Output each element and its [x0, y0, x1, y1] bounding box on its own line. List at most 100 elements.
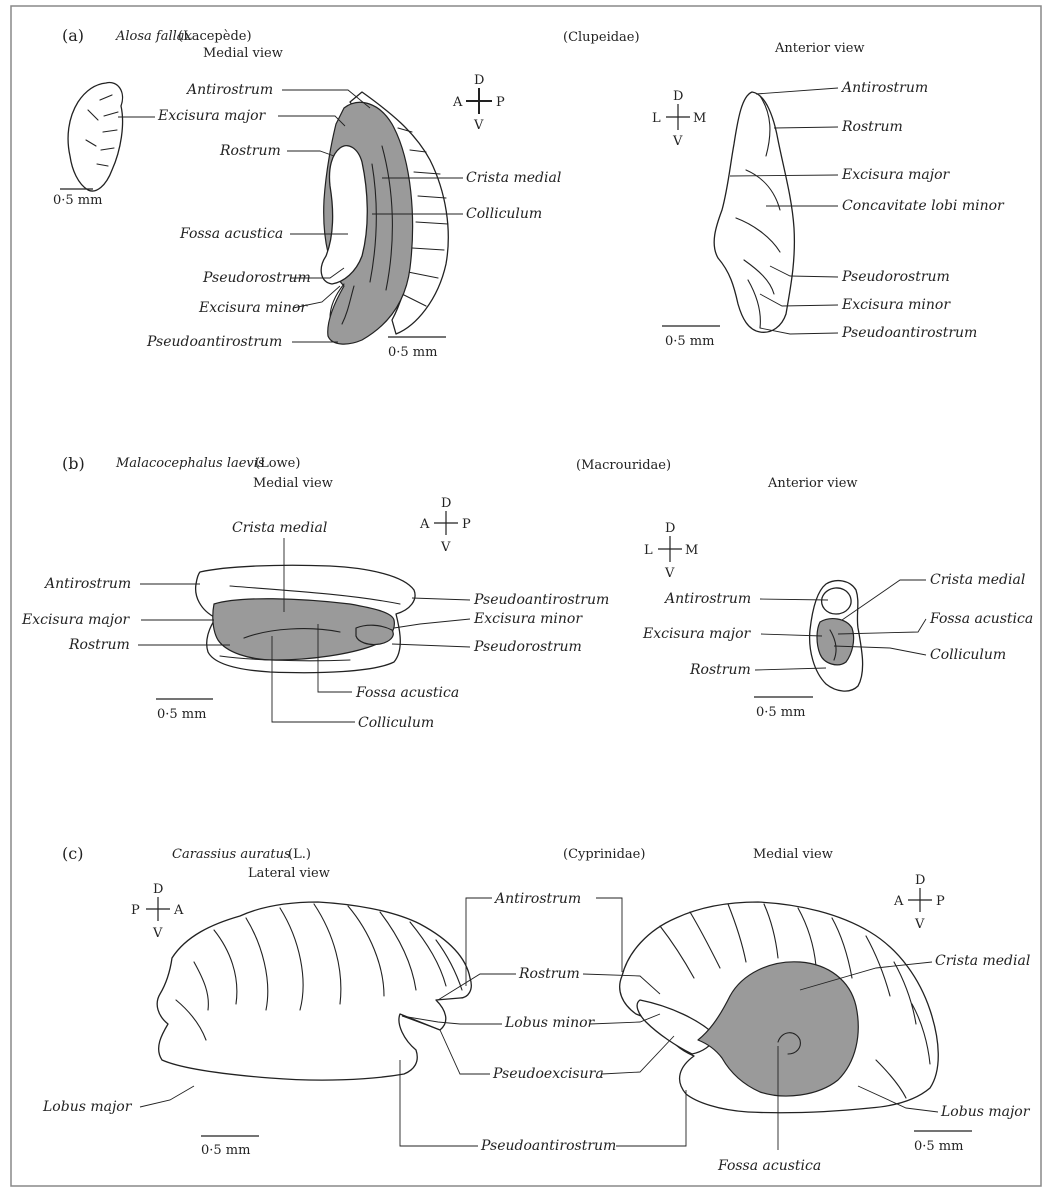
- label-c-crista-medial: Crista medial: [935, 953, 1030, 969]
- label-b-rostrum-anterior: Rostrum: [689, 662, 751, 678]
- label-antirostrum: Antirostrum: [185, 82, 273, 98]
- orientation-cross-a-anterior: D L M V: [652, 89, 706, 149]
- panel-b: (b) Malacocephalus laevis (Lowe) Medial …: [21, 454, 1033, 731]
- otolith-a-scale-label: 0·5 mm: [388, 345, 437, 360]
- svg-text:L: L: [644, 543, 653, 558]
- svg-text:A: A: [173, 903, 184, 918]
- label-c-lobus-major-left: Lobus major: [42, 1099, 133, 1115]
- panel-c-species: Carassius auratus: [172, 847, 291, 862]
- otolith-a-anterior-scale-label: 0·5 mm: [665, 334, 714, 349]
- orientation-cross-c-medial: D A P V: [893, 873, 945, 932]
- svg-text:A: A: [452, 95, 463, 110]
- orientation-cross-a-medial: D A P V: [452, 73, 505, 133]
- orientation-cross-c-lateral: D P A V: [131, 882, 184, 941]
- panel-a-author: (Lacepède): [178, 29, 252, 44]
- svg-text:P: P: [496, 95, 505, 110]
- panel-b-letter: (b): [62, 454, 85, 473]
- svg-text:P: P: [462, 517, 471, 532]
- panel-c-author: (L.): [288, 847, 311, 862]
- panel-c-family: (Cyprinidae): [563, 847, 645, 862]
- label-b-excisura-major-anterior: Excisura major: [642, 626, 752, 642]
- otolith-b-anterior-top: [822, 588, 851, 614]
- panel-b-species: Malacocephalus laevis: [115, 456, 265, 471]
- label-pseudoantirostrum-anterior: Pseudoantirostrum: [841, 325, 977, 341]
- svg-text:D: D: [441, 496, 451, 511]
- otolith-b-anterior-scale-label: 0·5 mm: [756, 705, 805, 720]
- label-b-antirostrum: Antirostrum: [43, 576, 131, 592]
- label-b-rostrum: Rostrum: [68, 637, 130, 653]
- label-b-crista-medial-anterior: Crista medial: [930, 572, 1025, 588]
- label-excisura-major-anterior: Excisura major: [841, 167, 951, 183]
- svg-text:V: V: [664, 566, 675, 581]
- label-b-excisura-major: Excisura major: [21, 612, 131, 628]
- label-c-lobus-minor: Lobus minor: [504, 1015, 596, 1031]
- orientation-cross-b-medial: D A P V: [419, 496, 471, 555]
- label-c-rostrum: Rostrum: [518, 966, 580, 982]
- label-b-crista-medial: Crista medial: [232, 520, 327, 536]
- label-c-pseudoexcisura: Pseudoexcisura: [492, 1066, 604, 1082]
- svg-text:A: A: [893, 894, 904, 909]
- label-excisura-major: Excisura major: [157, 108, 267, 124]
- svg-text:V: V: [152, 926, 163, 941]
- svg-text:V: V: [914, 917, 925, 932]
- label-b-colliculum: Colliculum: [358, 715, 434, 731]
- svg-text:V: V: [473, 118, 484, 133]
- otolith-b-medial-tail: [356, 625, 393, 644]
- svg-text:M: M: [693, 111, 706, 126]
- label-c-pseudoantirostrum: Pseudoantirostrum: [480, 1138, 616, 1154]
- label-antirostrum-anterior: Antirostrum: [840, 80, 928, 96]
- panel-b-family: (Macrouridae): [576, 458, 671, 473]
- panel-c-view-left: Lateral view: [248, 866, 330, 881]
- svg-text:V: V: [440, 540, 451, 555]
- panel-a-view-left: Medial view: [203, 46, 283, 61]
- label-pseudorostrum-anterior: Pseudorostrum: [841, 269, 950, 285]
- panel-b-view-left: Medial view: [253, 476, 333, 491]
- label-c-antirostrum: Antirostrum: [493, 891, 581, 907]
- svg-text:M: M: [685, 543, 698, 558]
- otolith-c-lateral-outer: [157, 902, 471, 1080]
- label-excisura-minor-anterior: Excisura minor: [841, 297, 951, 313]
- panel-a-view-right: Anterior view: [774, 41, 865, 56]
- panel-c: (c) Carassius auratus (L.) Lateral view …: [42, 844, 1031, 1174]
- label-b-colliculum-anterior: Colliculum: [930, 647, 1006, 663]
- label-rostrum: Rostrum: [219, 143, 281, 159]
- label-fossa-acustica: Fossa acustica: [179, 226, 283, 242]
- label-b-antirostrum-anterior: Antirostrum: [663, 591, 751, 607]
- svg-text:D: D: [915, 873, 925, 888]
- svg-text:D: D: [474, 73, 484, 88]
- svg-text:A: A: [419, 517, 430, 532]
- label-pseudoantirostrum: Pseudoantirostrum: [146, 334, 282, 350]
- label-crista-medial: Crista medial: [466, 170, 561, 186]
- label-colliculum: Colliculum: [466, 206, 542, 222]
- label-excisura-minor: Excisura minor: [198, 300, 308, 316]
- panel-c-letter: (c): [62, 844, 83, 863]
- label-b-fossa-acustica: Fossa acustica: [355, 685, 459, 701]
- panel-a-letter: (a): [62, 26, 84, 45]
- label-b-excisura-minor: Excisura minor: [473, 611, 583, 627]
- svg-text:D: D: [665, 521, 675, 536]
- label-c-fossa-acustica: Fossa acustica: [717, 1158, 821, 1174]
- thumbnail-scale-label: 0·5 mm: [53, 193, 102, 208]
- panel-b-author: (Lowe): [255, 456, 300, 471]
- label-c-lobus-major-right: Lobus major: [940, 1104, 1031, 1120]
- svg-text:P: P: [936, 894, 945, 909]
- otolith-b-medial-scale-label: 0·5 mm: [157, 707, 206, 722]
- panel-c-view-right: Medial view: [753, 847, 833, 862]
- panel-b-view-right: Anterior view: [767, 476, 858, 491]
- svg-text:D: D: [153, 882, 163, 897]
- panel-a-family: (Clupeidae): [563, 30, 640, 45]
- label-b-pseudoantirostrum: Pseudoantirostrum: [473, 592, 609, 608]
- otolith-thumbnail-shape: [68, 83, 122, 191]
- label-b-pseudorostrum: Pseudorostrum: [473, 639, 582, 655]
- label-concavitate-lobi-minor: Concavitate lobi minor: [842, 198, 1005, 214]
- panel-a: (a) Alosa fallax (Lacepède) Medial view …: [53, 26, 1005, 360]
- label-rostrum-anterior: Rostrum: [841, 119, 903, 135]
- svg-text:L: L: [652, 111, 661, 126]
- otolith-c-lateral-scale-label: 0·5 mm: [201, 1143, 250, 1158]
- orientation-cross-b-anterior: D L M V: [644, 521, 698, 581]
- svg-text:V: V: [672, 134, 683, 149]
- otolith-c-medial-scale-label: 0·5 mm: [914, 1139, 963, 1154]
- svg-text:P: P: [131, 903, 140, 918]
- svg-text:D: D: [673, 89, 683, 104]
